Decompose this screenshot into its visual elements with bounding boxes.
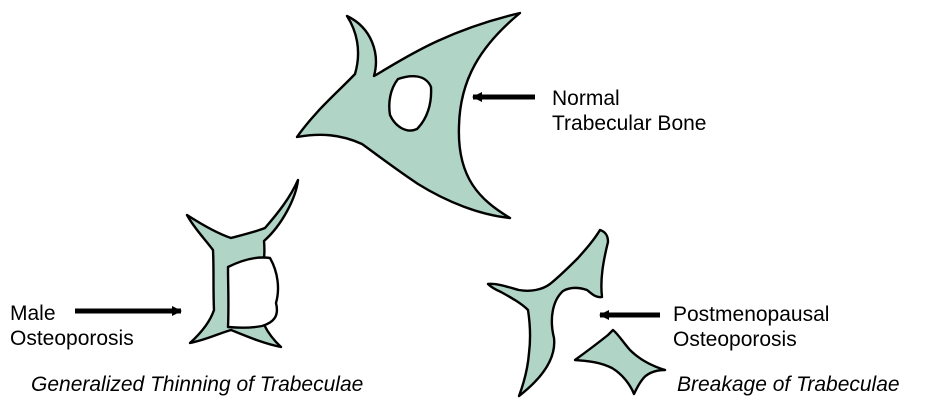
male-osteoporosis-bone-shape [187, 180, 298, 347]
normal-bone-label-line1: Normal [552, 86, 706, 111]
postmenopausal-osteoporosis-label-line2: Osteoporosis [673, 327, 829, 352]
postmenopausal-osteoporosis-caption: Breakage of Trabeculae [677, 372, 900, 397]
postmenopausal-osteoporosis-label-line1: Postmenopausal [673, 302, 829, 327]
normal-trabecular-bone-shape [297, 13, 520, 218]
male-osteoporosis-label-line1: Male [10, 301, 134, 326]
male-osteoporosis-label-line2: Osteoporosis [10, 326, 134, 351]
male-osteoporosis-caption: Generalized Thinning of Trabeculae [31, 372, 363, 397]
postmenopausal-osteoporosis-label: Postmenopausal Osteoporosis [673, 302, 829, 352]
postmenopausal-lower-fragment-shape [575, 330, 665, 394]
normal-bone-label-line2: Trabecular Bone [552, 111, 706, 136]
male-osteoporosis-label: Male Osteoporosis [10, 301, 134, 351]
postmenopausal-upper-fragment-shape [488, 230, 608, 396]
normal-bone-label: Normal Trabecular Bone [552, 86, 706, 136]
